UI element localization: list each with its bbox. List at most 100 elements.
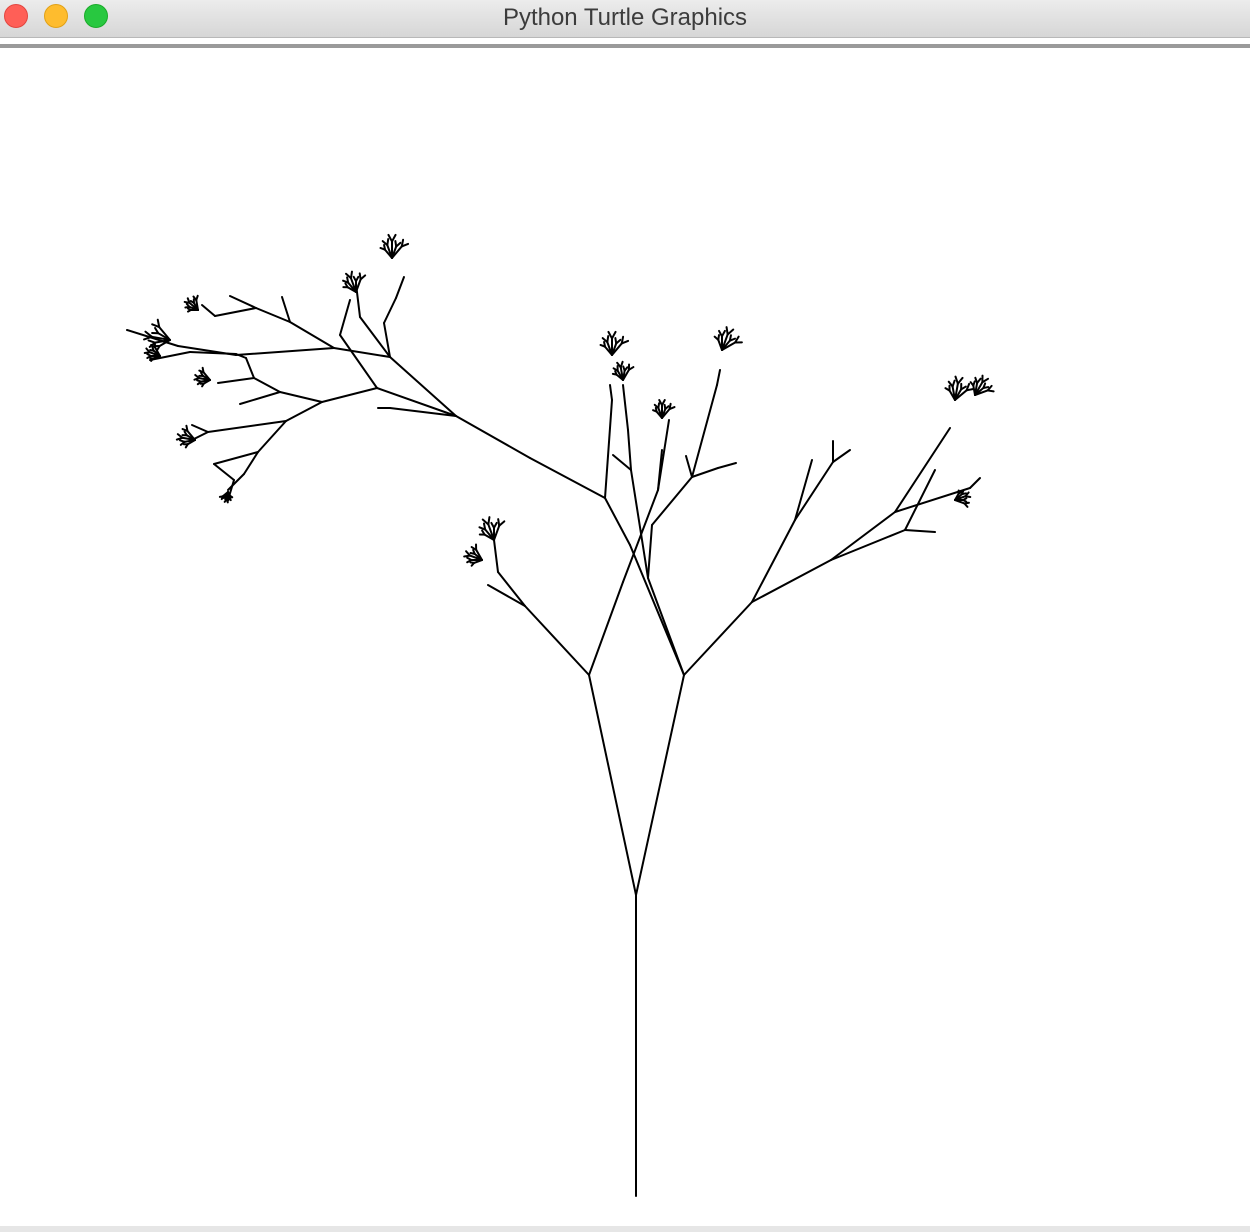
- tree-branch: [956, 376, 964, 385]
- tree-branch: [794, 461, 834, 521]
- tree-branch: [470, 546, 478, 551]
- turtle-canvas[interactable]: [0, 48, 1250, 1226]
- tree-branch: [151, 323, 161, 329]
- tree-branch: [647, 524, 653, 579]
- tree-branch: [321, 387, 378, 403]
- tree-branch: [255, 307, 291, 323]
- tree-branch: [253, 377, 281, 393]
- tree-branch: [150, 357, 155, 362]
- tree-branch: [954, 389, 968, 401]
- tree-branch: [622, 368, 630, 381]
- tree-branch: [599, 343, 607, 348]
- tree-branch: [894, 487, 971, 513]
- tree-branch: [149, 351, 191, 361]
- tree-branch: [652, 409, 658, 413]
- tree-branch: [387, 233, 393, 243]
- tree-branch: [394, 240, 398, 248]
- tree-branch: [497, 571, 526, 607]
- tree-branch: [954, 499, 966, 505]
- tree-branch: [352, 275, 358, 283]
- tree-branch: [475, 548, 483, 561]
- tree-branch: [279, 391, 323, 403]
- tree-branch: [751, 559, 832, 603]
- tree-branch: [982, 382, 987, 390]
- tree-branch: [379, 246, 387, 251]
- tree-branch: [143, 351, 151, 354]
- tree-branch: [954, 375, 959, 385]
- tree-branch: [969, 477, 981, 489]
- tree-branch: [289, 321, 335, 349]
- tree-branch: [383, 297, 397, 324]
- tree-branch: [493, 524, 501, 541]
- tree-branch: [195, 299, 199, 311]
- tree-branch: [146, 355, 152, 359]
- tree-branch: [389, 356, 457, 417]
- tree-branch: [196, 380, 203, 386]
- tree-branch: [604, 497, 631, 546]
- tree-branch: [962, 497, 968, 502]
- tree-branch: [629, 544, 685, 676]
- tree-branch: [614, 337, 618, 345]
- tree-branch: [342, 279, 350, 284]
- tree-branch: [685, 455, 693, 478]
- tree-branch: [285, 401, 323, 422]
- tree-branch: [466, 559, 473, 564]
- tree-branch: [217, 377, 255, 384]
- tree-branch: [611, 330, 617, 340]
- tree-branch: [213, 451, 259, 465]
- tree-branch: [478, 526, 487, 531]
- tree-branch: [524, 605, 590, 676]
- tree-branch: [381, 240, 389, 247]
- tree-branch: [235, 347, 335, 356]
- tree-branch: [964, 491, 970, 498]
- tree-branch: [717, 462, 737, 469]
- tree-branch: [612, 454, 632, 471]
- window-bottom-edge: [0, 1226, 1250, 1232]
- tree-branch: [713, 335, 720, 341]
- tree-branch: [960, 489, 965, 496]
- tree-branch: [691, 467, 719, 478]
- tree-branch: [661, 408, 671, 419]
- tree-branch: [126, 329, 179, 347]
- tree-branch: [630, 469, 649, 579]
- tree-branch: [604, 399, 613, 499]
- tree-branch: [832, 449, 851, 463]
- tree-branch: [969, 381, 975, 387]
- tree-branch: [493, 539, 499, 573]
- tree-branch: [144, 330, 153, 338]
- tree-branch: [728, 334, 732, 342]
- tree-branch: [186, 309, 192, 313]
- tree-branch: [627, 429, 632, 471]
- tree-branch: [944, 387, 951, 392]
- tree-branch: [207, 420, 287, 433]
- tree-branch: [455, 415, 531, 459]
- tree-branch: [718, 329, 723, 338]
- tree-branch: [657, 419, 670, 491]
- tree-branch: [965, 382, 971, 392]
- tree-branch: [229, 495, 234, 499]
- tree-branch: [734, 335, 740, 344]
- minimize-button[interactable]: [44, 4, 68, 28]
- tree-branch: [333, 347, 391, 358]
- tree-branch: [716, 369, 721, 386]
- tree-branch: [227, 473, 245, 491]
- tree-branch: [339, 334, 378, 389]
- title-bar[interactable]: Python Turtle Graphics: [0, 0, 1250, 38]
- tree-branch: [830, 511, 896, 561]
- tree-branch: [481, 518, 490, 526]
- tree-branch: [149, 349, 155, 352]
- tree-branch: [220, 495, 224, 501]
- tree-branch: [239, 391, 281, 405]
- tree-branch: [153, 346, 161, 357]
- tree-branch: [395, 276, 405, 299]
- title-separator: [0, 44, 1250, 48]
- maximize-button[interactable]: [84, 4, 108, 28]
- close-button[interactable]: [4, 4, 28, 28]
- tree-branch: [609, 384, 613, 401]
- tree-branch: [400, 238, 405, 248]
- tree-branch: [192, 295, 198, 302]
- tree-branch: [794, 459, 813, 521]
- tree-branch: [725, 326, 729, 336]
- window-title: Python Turtle Graphics: [502, 4, 748, 31]
- tree-branch: [620, 335, 625, 345]
